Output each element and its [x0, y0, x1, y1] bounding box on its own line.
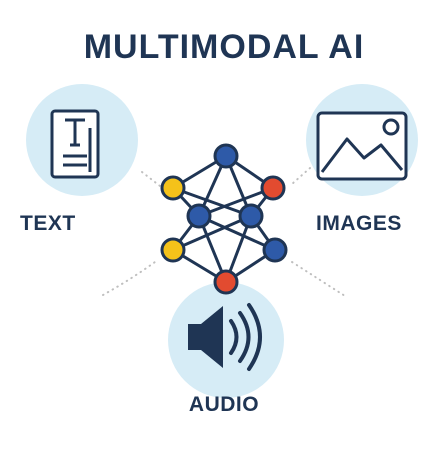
connector-images [291, 167, 311, 185]
node-lower-left [160, 237, 186, 263]
dotted-connectors [102, 167, 346, 297]
speaker-icon [188, 303, 262, 371]
audio-label: AUDIO [188, 393, 260, 416]
node-top [213, 143, 239, 169]
node-upper-left [160, 175, 186, 201]
text-document-icon [50, 109, 100, 179]
neural-network-icon [160, 143, 288, 295]
images-label: IMAGES [316, 212, 402, 235]
node-middle-right [238, 203, 264, 229]
text-label: TEXT [20, 212, 76, 235]
node-upper-right [260, 175, 286, 201]
image-icon [316, 111, 408, 181]
diagram-title: MULTIMODAL AI [83, 28, 365, 66]
network-nodes [160, 143, 288, 295]
connector-text [141, 171, 161, 187]
connector-lower-right [291, 261, 346, 297]
audio-circle [168, 282, 284, 398]
connector-lower-left [102, 261, 156, 296]
node-middle-left [186, 203, 212, 229]
node-lower-right [262, 237, 288, 263]
node-bottom [213, 269, 239, 295]
